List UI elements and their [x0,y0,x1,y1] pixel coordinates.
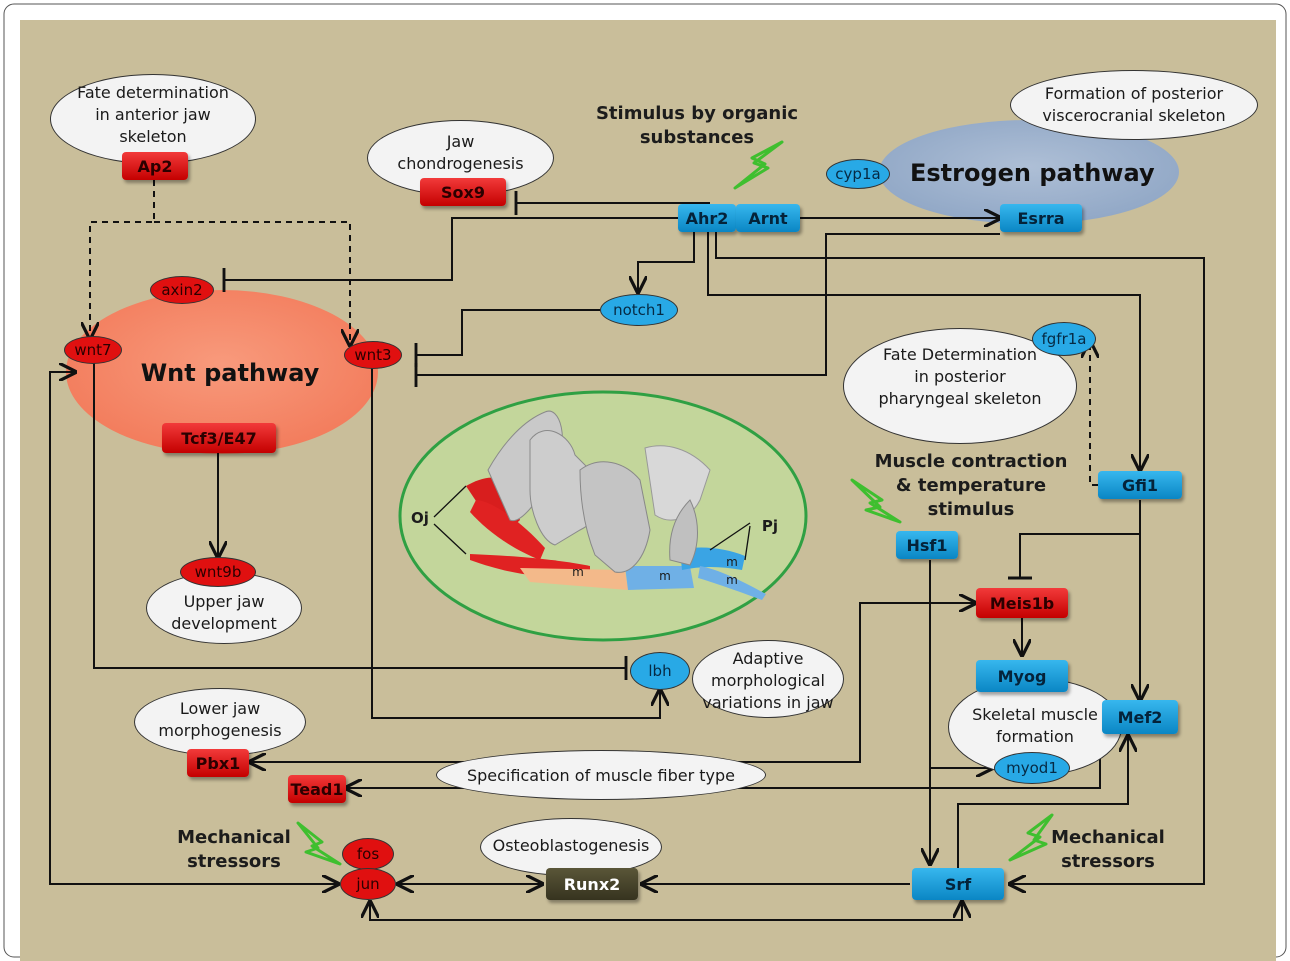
process-jaw-chondrogenesis-line2: chondrogenesis [397,154,524,173]
estrogen-pathway-blob [879,120,1179,224]
estrogen-pathway-label: Estrogen pathway [910,159,1155,187]
gene-axin2: axin2 [150,276,214,304]
process-oval-osteoblastogenesis [480,818,662,876]
jaw-label-pj: Pj [761,517,779,535]
stimulus-mechanical-left-line2: stressors [187,851,281,872]
process-adaptive-variations-line1: Adaptive [732,649,804,668]
process-jaw-chondrogenesis-line1: Jaw [446,132,475,151]
jaw-label-oj: Oj [411,509,429,527]
process-oval-muscle-fiber [436,750,766,800]
stimulus-mechanical-left-line1: Mechanical [177,827,291,848]
process-upper-jaw-line2: development [171,614,277,633]
process-skeletal-muscle-line2: formation [996,727,1074,746]
jaw-label-m-4: m [726,573,738,587]
gene-runx2: Runx2 [546,868,638,900]
gene-tcf3: Tcf3/E47 [162,423,276,453]
process-muscle-fiber: Specification of muscle fiber type [466,766,736,785]
process-lower-jaw-line1: Lower jaw [179,699,261,718]
gene-srf: Srf [912,868,1004,900]
gene-ahr2: Ahr2 [678,204,736,232]
process-anterior-jaw-line3: skeleton [119,127,187,146]
stimulus-muscle-line1: Muscle contraction [874,451,1068,472]
gene-notch1: notch1 [600,294,678,326]
gene-fos: fos [342,838,394,870]
gene-hsf1: Hsf1 [896,531,958,559]
process-oval-adaptive-variations [692,640,844,718]
gene-myog: Myog [976,660,1068,692]
gene-fgfr1a: fgfr1a [1032,322,1096,356]
gene-lbh: lbh [630,652,690,690]
gene-wnt7: wnt7 [64,336,122,364]
gene-ap2: Ap2 [122,152,188,180]
stimulus-mechanical-right-line2: stressors [1061,851,1155,872]
gene-wnt3: wnt3 [344,341,402,369]
wnt-pathway-label: Wnt pathway [140,359,320,387]
gene-wnt9b: wnt9b [180,557,256,587]
process-posterior-viscerocranial-line1: Formation of posterior [1044,84,1224,103]
gene-myod1: myod1 [994,752,1070,784]
process-anterior-jaw-line2: in anterior jaw [95,105,211,124]
stimulus-mechanical-right-line1: Mechanical [1051,827,1165,848]
jaw-label-m-2: m [659,569,671,583]
gene-pbx1: Pbx1 [187,749,249,777]
stimulus-organic-line2: substances [639,127,755,148]
process-posterior-pharyngeal-line1: Fate Determination [883,345,1037,364]
stimulus-muscle-line3: stimulus [927,499,1015,520]
jaw-label-m-3: m [726,555,738,569]
process-anterior-jaw-line1: Fate determination [77,83,229,102]
gene-esrra: Esrra [1000,204,1082,232]
gene-tead1: Tead1 [288,775,346,803]
gene-arnt: Arnt [736,204,800,232]
gene-meis1b: Meis1b [976,588,1068,618]
jaw-skeleton-image [398,390,808,642]
process-oval-lower-jaw [134,688,306,756]
process-posterior-viscerocranial-line2: viscerocranial skeleton [1042,106,1226,125]
gene-gfi1: Gfi1 [1098,471,1182,499]
process-lower-jaw-line2: morphogenesis [158,721,282,740]
process-adaptive-variations-line3: variations in jaw [702,693,834,712]
jaw-label-m-1: m [572,565,584,579]
process-oval-posterior-viscerocranial [1010,70,1258,140]
process-upper-jaw-line1: Upper jaw [183,592,265,611]
process-adaptive-variations-line2: morphological [711,671,825,690]
process-skeletal-muscle-line1: Skeletal muscle [972,705,1098,724]
process-posterior-pharyngeal-line3: pharyngeal skeleton [878,389,1042,408]
gene-sox9: Sox9 [420,178,506,206]
stimulus-organic-line1: Stimulus by organic [595,103,799,124]
stimulus-muscle-line2: & temperature [895,475,1047,496]
gene-jun: jun [340,868,396,900]
process-osteoblastogenesis: Osteoblastogenesis [492,836,650,855]
gene-cyp1a: cyp1a [826,159,890,189]
process-oval-anterior-jaw [50,74,256,164]
process-posterior-pharyngeal-line2: in posterior [914,367,1006,386]
gene-mef2: Mef2 [1102,700,1178,734]
